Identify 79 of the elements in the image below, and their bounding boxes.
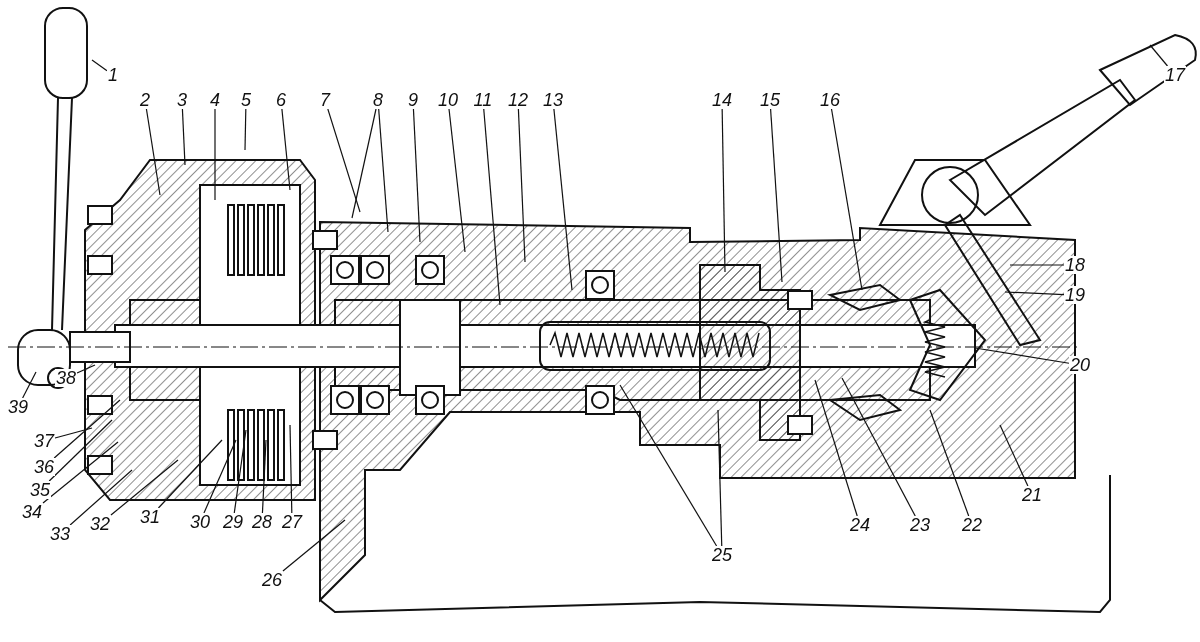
callout-number: 3 — [176, 91, 188, 109]
callout-number: 9 — [407, 91, 419, 109]
callout-number: 34 — [21, 503, 44, 521]
callout-number: 32 — [89, 515, 112, 533]
leader-line — [378, 108, 389, 233]
leader-line — [289, 424, 293, 514]
leader-line — [54, 427, 93, 439]
callout-number: 29 — [222, 513, 245, 531]
leader-line — [517, 108, 526, 263]
callout-number: 14 — [711, 91, 734, 109]
leader-line — [233, 429, 247, 514]
leader-line — [281, 108, 291, 191]
leader-line — [619, 384, 718, 547]
callout-number: 38 — [55, 369, 78, 387]
leader-line — [814, 379, 858, 517]
callout-number: 7 — [319, 91, 331, 109]
callout-number: 2 — [139, 91, 151, 109]
callout-number: 33 — [49, 525, 72, 543]
leader-line — [53, 399, 121, 459]
leader-line — [203, 439, 237, 514]
leader-line — [261, 439, 267, 514]
leader-line — [1149, 44, 1169, 67]
callout-number: 15 — [759, 91, 782, 109]
leader-line — [1004, 291, 1065, 296]
leader-line — [351, 108, 377, 219]
leader-line — [76, 364, 96, 374]
callout-number: 5 — [240, 91, 252, 109]
callout-number: 35 — [29, 481, 52, 499]
callout-number: 6 — [275, 91, 287, 109]
leader-line — [483, 108, 501, 306]
leader-line — [22, 371, 37, 399]
leader-line — [214, 108, 216, 201]
callout-number: 24 — [849, 516, 872, 534]
callout-number: 22 — [961, 516, 984, 534]
leader-line — [327, 108, 361, 213]
leader-line — [157, 439, 223, 509]
leader-line — [974, 347, 1070, 364]
callout-number: 31 — [139, 508, 162, 526]
callout-number: 10 — [437, 91, 460, 109]
leader-line — [770, 108, 783, 283]
callout-number: 4 — [209, 91, 221, 109]
callout-number: 17 — [1164, 66, 1187, 84]
callout-number: 30 — [189, 513, 212, 531]
callout-number: 13 — [542, 91, 565, 109]
callout-number: 12 — [507, 91, 530, 109]
leader-line — [244, 108, 247, 151]
leader-line — [282, 519, 346, 572]
leader-line — [91, 59, 108, 72]
leader-line — [48, 419, 113, 482]
leader-line — [841, 377, 916, 517]
callout-number: 18 — [1064, 256, 1087, 274]
callout-number: 19 — [1064, 286, 1087, 304]
leader-line — [553, 108, 573, 291]
callout-number: 1 — [107, 66, 119, 84]
callout-number: 16 — [819, 91, 842, 109]
leader-line — [448, 108, 466, 253]
leader-line — [181, 108, 186, 166]
callout-number: 21 — [1021, 486, 1044, 504]
callout-number: 11 — [472, 91, 494, 109]
callout-number: 8 — [372, 91, 384, 109]
callout-number: 37 — [33, 432, 56, 450]
callout-number: 36 — [33, 458, 56, 476]
callout-number: 26 — [261, 571, 284, 589]
leader-line — [412, 108, 421, 243]
leader-line — [929, 409, 970, 517]
callout-number: 25 — [711, 546, 734, 564]
leader-line — [145, 108, 161, 196]
leader-line — [1009, 264, 1065, 266]
leader-line — [110, 459, 179, 516]
callout-number: 28 — [251, 513, 274, 531]
leader-line — [42, 441, 119, 504]
leader-line — [830, 108, 863, 291]
callout-number: 39 — [7, 398, 30, 416]
callout-number: 27 — [281, 513, 304, 531]
leader-line — [69, 469, 133, 526]
leader-line — [721, 108, 726, 273]
callout-number: 23 — [909, 516, 932, 534]
callout-number: 20 — [1069, 356, 1092, 374]
leader-line — [717, 409, 723, 547]
